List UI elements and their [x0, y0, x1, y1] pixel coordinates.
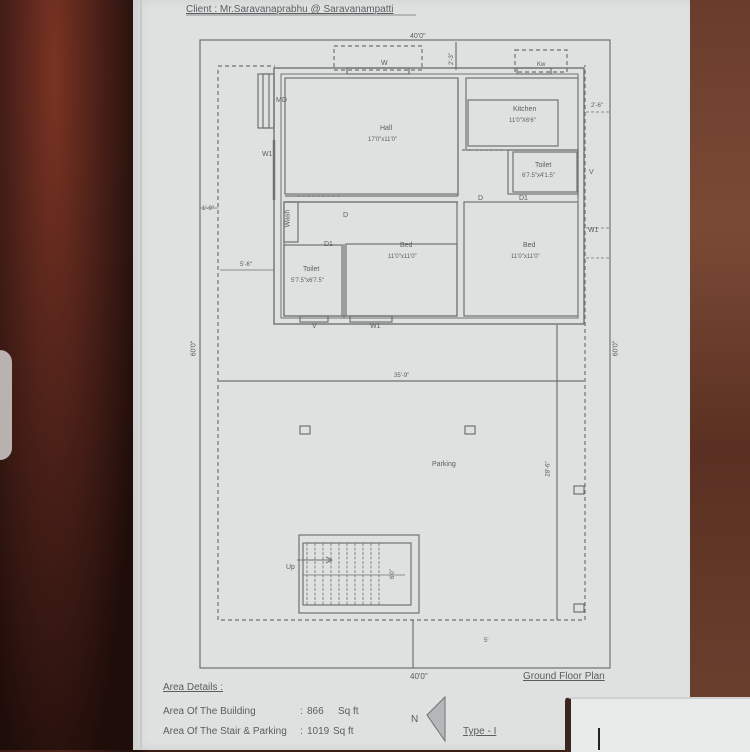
background-fabric-right [690, 0, 750, 750]
wash-label: Wash [284, 209, 292, 228]
label-w1-bottom: W1 [370, 323, 381, 330]
kitchen-size: 11'0"X6'6" [509, 118, 536, 124]
label-vent-bottom: V [312, 323, 317, 330]
hall-label: Hall [380, 125, 393, 132]
sheet-edge [140, 0, 142, 750]
dim-front-gap: 2'-3" [448, 53, 455, 65]
label-vent-right: V [589, 169, 594, 176]
dim-left-gap: 5'-6" [240, 262, 252, 268]
plan-title: Ground Floor Plan [523, 671, 605, 682]
kitchen-window [516, 67, 552, 75]
stair-outline [298, 534, 420, 614]
dim-left-setback: 1'-9" [202, 206, 214, 212]
area-stair-value: 1019 [307, 726, 330, 737]
kitchen-label: Kitchen [513, 106, 537, 113]
overlapping-paper [565, 697, 750, 752]
dim-right-depth: 60'0" [612, 340, 620, 357]
north-arrow-icon [426, 695, 446, 743]
type-label: Type - I [463, 726, 497, 737]
plot-boundary [199, 39, 611, 669]
client-title: Client : Mr.Saravanaprabhu @ Saravanampa… [186, 4, 394, 15]
dim-top-width: 40'0" [410, 33, 426, 40]
bed-left-label: Bed [400, 242, 413, 249]
label-w1-right: W1 [588, 227, 599, 234]
column-marker [573, 485, 585, 495]
toilet-right-size: 6'7.5"x4'1.5" [522, 173, 555, 179]
north-label: N [411, 714, 419, 725]
toilet-left-size: 5'7.5"x6'7.5" [291, 278, 324, 284]
label-door-d1-right: D1 [519, 195, 528, 202]
column-marker [299, 425, 311, 435]
label-w1-left: W1 [262, 151, 273, 158]
toilet-right-label: Toilet [535, 162, 552, 169]
bed-right-label: Bed [523, 242, 536, 249]
area-building-sep: : [300, 706, 303, 717]
setback-line [217, 65, 586, 621]
area-stair-unit: Sq ft [333, 726, 354, 737]
parking-label: Parking [432, 461, 456, 468]
label-door-d-center: D [343, 212, 349, 219]
floor-plan-sheet [133, 0, 690, 750]
wash-area [283, 201, 299, 243]
area-details-title: Area Details : [163, 682, 224, 693]
bed-right-outline [463, 201, 579, 317]
area-stair-label: Area Of The Stair & Parking [163, 726, 287, 737]
column-marker [464, 425, 476, 435]
area-stair-sep: : [300, 726, 303, 737]
background-fabric-left [0, 0, 135, 750]
hall-outline [284, 77, 459, 195]
column-marker [573, 603, 585, 613]
kitchen-window-projection [514, 49, 568, 73]
area-building-value: 866 [307, 706, 324, 717]
label-main-door: MD [276, 97, 287, 104]
window-projection [333, 45, 423, 71]
dim-bottom-gap: 5' [484, 638, 489, 644]
dim-left-depth: 60'0" [190, 340, 198, 357]
bed-left-outline [345, 243, 458, 317]
paper-mark [598, 728, 600, 750]
dim-right-setback: 2'-6" [591, 103, 603, 109]
dim-bottom-width: 40'0" [410, 672, 428, 681]
bed-right-size: 11'0"x11'0" [511, 254, 540, 260]
label-door-d1-left: D1 [324, 241, 333, 248]
label-door-d-right: D [478, 195, 484, 202]
stair-up-label: Up [286, 564, 295, 571]
area-building-label: Area Of The Building [163, 706, 256, 717]
background-object [0, 350, 12, 460]
area-building-unit: Sq ft [338, 706, 359, 717]
dim-parking-depth: 28'-6" [545, 461, 552, 477]
bed-left-size: 11'0"x11'0" [388, 254, 417, 260]
label-window-top: W [381, 60, 388, 67]
stair-steps [306, 543, 380, 605]
top-window [346, 67, 410, 75]
label-kitchen-window: Kw [537, 62, 546, 68]
dim-parking-width: 35'-9" [394, 373, 410, 379]
hall-size: 17'0"x11'0" [368, 137, 398, 143]
toilet-left-label: Toilet [303, 266, 320, 273]
dim-stair-width: 6'0" [389, 569, 396, 579]
